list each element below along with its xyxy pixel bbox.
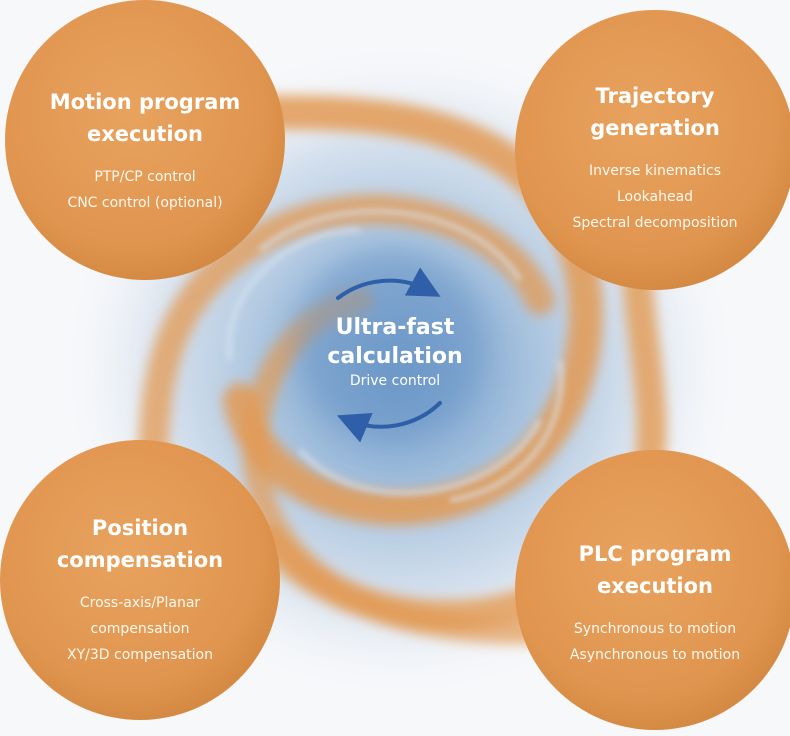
node-item: XY/3D compensation [67,647,213,663]
node-title-line: execution [86,122,204,146]
node-item: Asynchronous to motion [569,647,741,663]
node-circle-motion [5,0,285,280]
node-title-line: Position [91,516,189,540]
node-title-line: Trajectory [595,84,715,108]
node-trajectory: Trajectory generation Inverse kinematics… [530,80,780,236]
node-title: Position compensation [15,512,265,576]
node-item: Spectral decomposition [572,215,738,231]
node-item: PTP/CP control [94,169,196,185]
node-circle-plc [515,450,790,730]
center-title-line: Ultra-fast [335,315,455,340]
node-plc: PLC program execution Synchronous to mot… [530,538,780,668]
node-item: CNC control (optional) [67,195,223,211]
node-title: Trajectory generation [530,80,780,144]
center-title: Ultra-fast calculation [295,313,495,371]
center-title-line: calculation [327,344,463,369]
node-title: Motion program execution [20,86,270,150]
cycle-arrow-bottom [336,401,442,443]
node-item: Cross-axis/Planar [79,595,201,611]
node-title-line: execution [596,574,714,598]
node-item: compensation [90,621,190,637]
center-subtitle: Drive control [349,373,441,389]
node-position: Position compensation Cross-axis/Planar … [15,512,265,668]
node-circle-trajectory [515,10,790,290]
node-circle-position [0,440,280,720]
node-title: PLC program execution [530,538,780,602]
cycle-arrow-top [336,267,441,300]
node-title-line: generation [590,116,720,140]
node-title-line: PLC program [578,542,732,566]
center-label: Ultra-fast calculation Drive control [295,313,495,391]
node-item: Inverse kinematics [588,163,722,179]
node-title-line: compensation [56,548,224,572]
node-item: Lookahead [616,189,694,205]
node-motion: Motion program execution PTP/CP control … [20,86,270,216]
node-title-line: Motion program [49,90,241,114]
node-item: Synchronous to motion [573,621,737,637]
